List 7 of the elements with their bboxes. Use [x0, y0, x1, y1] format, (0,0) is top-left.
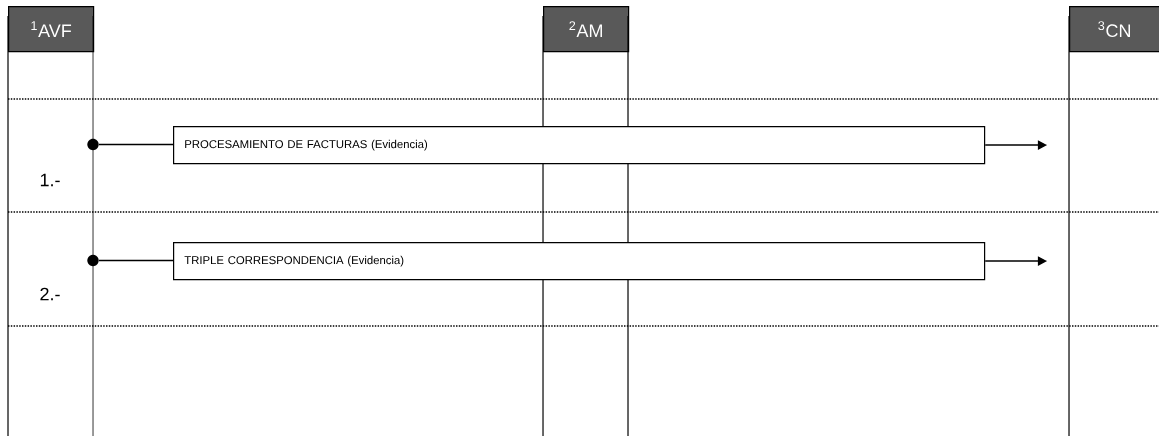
lane-header: $^{3}$CN — [1069, 6, 1159, 53]
row-number: 1.- — [40, 173, 60, 187]
lane-header: $^{2}$AM — [543, 6, 630, 53]
lane-header: $^{1}$AVF — [8, 6, 95, 53]
row-number: 2.- — [40, 287, 60, 301]
process-box: PROCESAMIENTO DE FACTURAS (Evidencia) — [173, 126, 986, 165]
process-box: TRIPLE CORRESPONDENCIA (Evidencia) — [173, 242, 986, 281]
